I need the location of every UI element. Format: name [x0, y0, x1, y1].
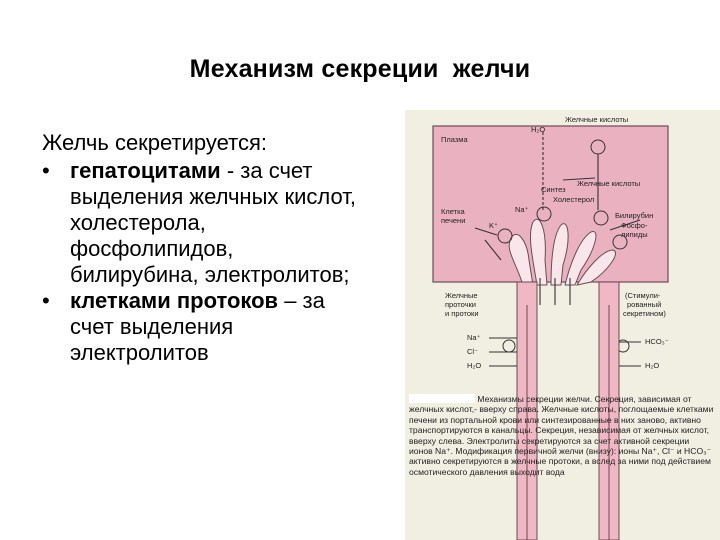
- label-ducts-2: проточки: [445, 300, 476, 309]
- caption-text: Механизмы секреции желчи. Секреция, зави…: [409, 394, 714, 477]
- label-h2o-right: H₂O: [645, 361, 659, 370]
- bullet-duct-cells-rest: – за счет выделения электролитов: [70, 288, 325, 365]
- bullet-hepatocytes-rest: - за счет выделения желчных кислот, холе…: [70, 158, 356, 287]
- label-plasma: Плазма: [441, 135, 468, 144]
- flow-arrows: [474, 132, 641, 305]
- bullet-duct-cells: клетками протоков – за счет выделения эл…: [42, 288, 362, 366]
- label-liver-cell-1: Клетка: [441, 207, 466, 216]
- label-stim-1: (Стимули-: [625, 291, 661, 300]
- label-na: Na⁺: [515, 205, 529, 214]
- figure-labels: Плазма H₂O Желчные кислоты Синтез Желчны…: [441, 115, 669, 370]
- bile-secretion-diagram: Плазма H₂O Желчные кислоты Синтез Желчны…: [432, 115, 669, 540]
- label-stim-3: секретином): [623, 309, 666, 318]
- label-stim-2: рованный: [627, 300, 661, 309]
- duct-ion-arrows: [489, 337, 641, 367]
- label-h2o-top: H₂O: [531, 125, 545, 134]
- caption-white-box: [409, 394, 475, 403]
- bullet-list: гепатоцитами - за счет выделения желчных…: [42, 158, 362, 366]
- label-hco3: HCO₃⁻: [645, 337, 669, 346]
- slide-body: Желчь секретируется: гепатоцитами - за с…: [42, 130, 362, 366]
- label-synthesis: Синтез: [541, 185, 566, 194]
- label-phospho-2: липиды: [621, 230, 648, 239]
- label-na-duct: Na⁺: [467, 333, 481, 342]
- bullet-hepatocytes: гепатоцитами - за счет выделения желчных…: [42, 158, 362, 288]
- label-ducts-1: Желчные: [445, 291, 478, 300]
- label-bile-acids-top: Желчные кислоты: [565, 115, 628, 124]
- slide-title: Механизм секреции желчи: [189, 55, 531, 83]
- label-ducts-3: и протоки: [445, 309, 479, 318]
- liver-cell-block: [432, 125, 669, 283]
- bile-secretion-figure: Плазма H₂O Желчные кислоты Синтез Желчны…: [405, 110, 720, 540]
- label-liver-cell-2: печени: [441, 216, 465, 225]
- label-bile-acids-mid: Желчные кислоты: [577, 179, 640, 188]
- intro-text: Желчь секретируется:: [42, 130, 268, 155]
- duct-walls: [526, 305, 610, 540]
- label-phospho-1: Фосфо-: [621, 221, 648, 230]
- label-bilirubin: Билирубин: [615, 211, 653, 220]
- bullet-hepatocytes-bold: гепатоцитами: [70, 158, 221, 183]
- canaliculi: [508, 219, 616, 286]
- bullet-duct-cells-bold: клетками протоков: [70, 288, 279, 313]
- label-k: K⁺: [489, 221, 498, 230]
- label-cholesterol: Холестерол: [553, 195, 594, 204]
- label-h2o-duct: H₂O: [467, 361, 481, 370]
- label-cl-duct: Cl⁻: [467, 347, 478, 356]
- figure-caption: Механизмы секреции желчи. Секреция, зави…: [409, 394, 715, 477]
